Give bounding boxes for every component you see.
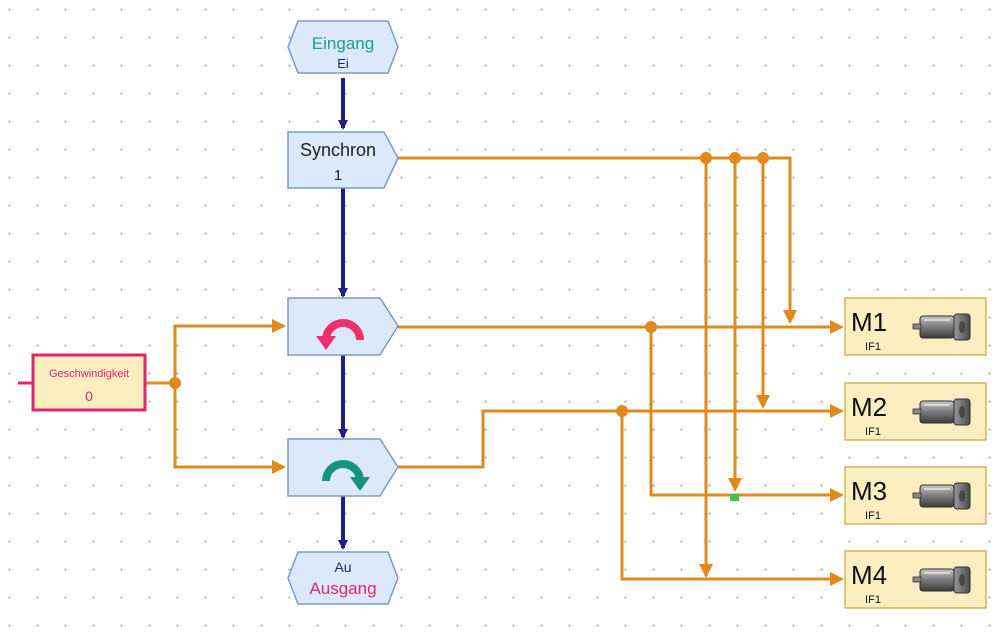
speed-value: 0 [85,388,93,404]
wire-junctions [169,152,769,417]
motor-interface: IF1 [865,426,881,438]
entry-block[interactable]: Eingang Ei [287,20,399,74]
wire-speed-ccw [145,319,286,385]
speed-variable-block[interactable]: Geschwindigkeit 0 [18,353,147,412]
motor-name: M3 [851,476,887,506]
motor-cw-block[interactable] [287,438,399,497]
junction-dot [169,377,181,389]
motor-interface: IF1 [865,594,881,606]
entry-label: Eingang [312,34,374,53]
motor-interface: IF1 [865,510,881,522]
sync-block[interactable]: Synchron 1 [287,131,399,189]
motor-ccw-block[interactable] [287,297,399,356]
rotate-ccw-icon [316,319,364,350]
junction-dot [700,152,712,164]
wire-speed-cw [173,383,286,474]
motor-output-m3[interactable]: M3 IF1 [844,466,987,525]
junction-dot [757,152,769,164]
motor-output-m4[interactable]: M4 IF1 [844,550,987,609]
motor-output-m2[interactable]: M2 IF1 [844,382,987,441]
motor-name: M1 [851,307,887,337]
motor-icon [912,313,971,341]
rotate-cw-icon [322,460,370,491]
motor-output-m1[interactable]: M1 IF1 [844,297,987,356]
junction-dot [616,405,628,417]
motor-interface: IF1 [865,341,881,353]
speed-label: Geschwindigkeit [49,368,129,380]
exit-block[interactable]: Au Ausgang [287,551,399,605]
wire-ccw-m3 [649,327,844,502]
exit-top-label: Au [334,559,351,575]
sync-value: 1 [334,167,342,184]
junction-dot [729,152,741,164]
wire-cw-m4 [620,411,844,586]
junction-dot [645,321,657,333]
motor-name: M2 [851,392,887,422]
wire-bend-marker [730,494,739,501]
motor-icon [912,482,971,510]
wire-sync-m1 [398,156,797,324]
data-wires [145,156,844,586]
entry-sub-label: Ei [337,56,349,71]
motor-name: M4 [851,560,887,590]
exit-label: Ausgang [309,579,376,598]
motor-icon [912,566,971,594]
motor-icon [912,398,971,426]
wire-cw-m2 [398,404,844,469]
sync-label: Synchron [300,140,376,160]
